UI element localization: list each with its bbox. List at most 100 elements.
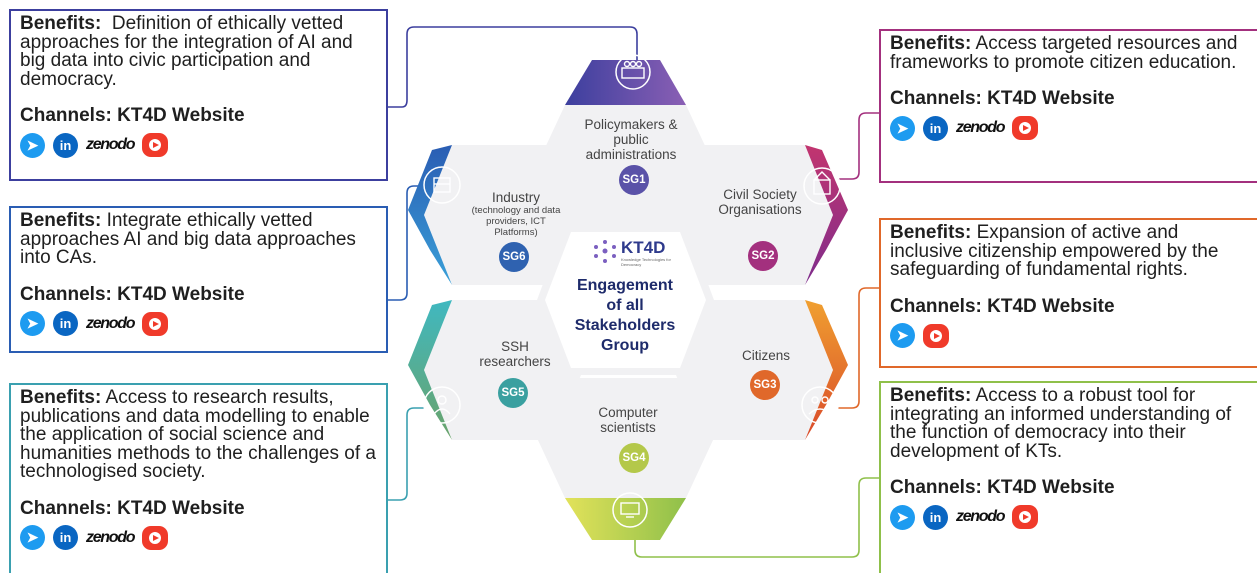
hex-sg6 — [424, 145, 583, 285]
hex-sg1 — [537, 105, 714, 225]
zenodo-link[interactable]: zenodo — [86, 528, 136, 546]
linkedin-icon[interactable]: in — [53, 132, 78, 158]
sg4-badge: SG4 — [619, 443, 649, 473]
linkedin-icon[interactable]: in — [53, 311, 78, 336]
sg6-name: Industry — [491, 190, 541, 205]
citizens-icon — [801, 386, 839, 424]
channels-value: KT4D Website — [987, 295, 1115, 317]
channels-label: Channels — [20, 497, 106, 519]
social-icons: ➤ in zenodo — [890, 504, 1249, 530]
benefits-label: Benefits — [890, 385, 965, 406]
sg6-subtitle: (technology and data providers, ICT Plat… — [471, 205, 561, 238]
hex-sg2 — [674, 145, 833, 285]
zenodo-link[interactable]: zenodo — [956, 119, 1006, 136]
sg4-label: Computer scientists — [598, 405, 658, 435]
connector-sg3 — [838, 287, 880, 409]
benefits-text: Access to research results, publications… — [20, 387, 376, 482]
youtube-icon[interactable] — [1012, 116, 1039, 140]
researcher-icon — [423, 386, 461, 424]
sg5-label: SSH researchers — [479, 339, 551, 369]
benefits-label: Benefits — [890, 222, 965, 243]
twitter-icon[interactable]: ➤ — [20, 311, 45, 336]
sg1-badge: SG1 — [619, 165, 649, 195]
benefits-label: Benefits — [20, 387, 95, 408]
connector-sg4 — [634, 477, 880, 558]
channels-label: Channels — [20, 105, 106, 126]
sg3-badge: SG3 — [750, 370, 780, 400]
channels-value: KT4D Website — [117, 105, 245, 126]
sg2-badge: SG2 — [748, 241, 778, 271]
computer-icon — [612, 492, 648, 528]
benefits-label: Benefits — [20, 13, 95, 34]
youtube-icon[interactable] — [142, 133, 169, 157]
csos-box: Benefits: Access targeted resources and … — [879, 29, 1257, 183]
cap-sg4 — [565, 498, 686, 540]
computer-box: Benefits: Access to a robust tool for in… — [879, 381, 1257, 573]
connector-sg2 — [838, 112, 880, 180]
cap-sg3 — [805, 300, 848, 440]
benefits-text: Integrate ethically vetted approaches AI… — [20, 210, 356, 268]
youtube-icon[interactable] — [923, 323, 949, 348]
sg3-label: Citizens — [741, 348, 790, 363]
connector-sg1 — [388, 26, 638, 108]
cap-sg2 — [805, 145, 848, 285]
channels-value: KT4D Website — [987, 477, 1115, 498]
social-icons: ➤ in zenodo — [20, 311, 378, 337]
social-icons: ➤ in zenodo — [890, 115, 1249, 141]
youtube-icon[interactable] — [142, 525, 169, 550]
organisation-icon — [803, 167, 841, 205]
policymakers-box: Benefits: Definition of ethically vetted… — [9, 9, 388, 181]
benefits-label: Benefits — [890, 33, 965, 54]
channels-label: Channels — [20, 283, 106, 305]
channels-label: Channels — [890, 295, 976, 317]
connector-sg5 — [388, 407, 425, 501]
benefits-text: Definition of ethically vetted approache… — [20, 13, 353, 90]
benefits-text: Access to a robust tool for integrating … — [890, 385, 1232, 462]
industry-box: Benefits: Integrate ethically vetted app… — [9, 206, 388, 353]
hex-sg5 — [424, 300, 583, 440]
industry-icon — [423, 166, 461, 204]
channels-value: KT4D Website — [117, 283, 245, 305]
hex-sg3 — [674, 300, 833, 440]
cap-sg6 — [408, 145, 452, 285]
connector-sg6 — [388, 185, 430, 301]
center-title: Engagement of all Stakeholders Group — [574, 277, 676, 354]
social-icons: ➤ in zenodo — [20, 525, 378, 551]
zenodo-link[interactable]: zenodo — [86, 136, 136, 153]
linkedin-icon[interactable]: in — [923, 115, 948, 141]
sg1-label: Policymakers & public administrations — [584, 117, 678, 162]
social-icons: ➤ in zenodo — [20, 132, 378, 158]
youtube-icon[interactable] — [142, 311, 169, 336]
zenodo-link[interactable]: zenodo — [956, 508, 1006, 525]
sg6-badge: SG6 — [499, 242, 529, 272]
zenodo-link[interactable]: zenodo — [86, 314, 136, 332]
channels-label: Channels — [890, 477, 976, 498]
twitter-icon[interactable]: ➤ — [890, 323, 915, 348]
logo-text: KT4D — [621, 238, 666, 257]
youtube-icon[interactable] — [1012, 505, 1039, 529]
cap-sg5 — [408, 300, 452, 440]
twitter-icon[interactable]: ➤ — [20, 525, 45, 550]
sg2-label: Civil Society Organisations — [718, 187, 802, 217]
twitter-icon[interactable]: ➤ — [890, 504, 915, 530]
social-icons: ➤ — [890, 323, 1249, 349]
benefits-label: Benefits — [20, 210, 95, 231]
twitter-icon[interactable]: ➤ — [20, 132, 45, 158]
cap-sg1 — [565, 60, 686, 105]
benefits-text: Expansion of active and inclusive citize… — [890, 222, 1219, 280]
sg5-badge: SG5 — [498, 378, 528, 408]
policymakers-icon — [615, 54, 651, 90]
channels-label: Channels — [890, 88, 976, 109]
kt4d-logo: KT4D Knowledge Technologies for Democrac… — [592, 236, 682, 267]
logo-mark-icon — [594, 240, 616, 263]
sg6-label: Industry (technology and data providers,… — [466, 190, 566, 238]
ssh-box: Benefits: Access to research results, pu… — [9, 383, 388, 573]
citizens-box: Benefits: Expansion of active and inclus… — [879, 218, 1257, 368]
linkedin-icon[interactable]: in — [53, 525, 78, 550]
twitter-icon[interactable]: ➤ — [890, 115, 915, 141]
linkedin-icon[interactable]: in — [923, 504, 948, 530]
logo-tagline: Knowledge Technologies for Democracy — [621, 257, 671, 267]
channels-value: KT4D Website — [117, 497, 245, 519]
hex-sg4 — [537, 378, 714, 498]
